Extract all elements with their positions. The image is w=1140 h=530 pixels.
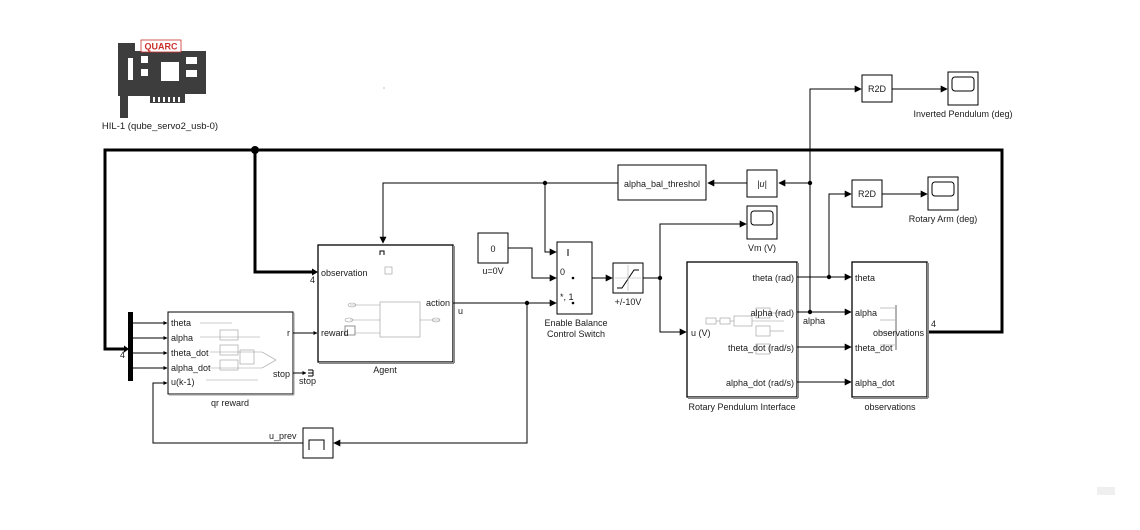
stop-label: stop	[299, 376, 316, 386]
r2d-theta-text: R2D	[858, 189, 877, 199]
hil-label: HIL-1 (qube_servo2_usb-0)	[102, 121, 218, 132]
vm-scope-block[interactable]: Vm (V)	[746, 205, 778, 253]
observations-inner-preview	[880, 305, 897, 350]
agent-in-width: 4	[310, 275, 315, 285]
stray-dot	[383, 87, 385, 89]
u-prev-label: u_prev	[269, 431, 297, 441]
switch-label-1: Enable Balance	[544, 318, 607, 328]
observations-label: observations	[864, 402, 916, 412]
switch-label-2: Control Switch	[547, 329, 605, 339]
obs-in-alpha: alpha	[855, 308, 877, 318]
rpi-label: Rotary Pendulum Interface	[688, 402, 795, 412]
obs-in-theta-dot: theta_dot	[855, 343, 893, 353]
switch-block[interactable]: 0 *, 1 Enable Balance Control Switch	[544, 241, 608, 339]
threshold-block[interactable]: alpha_bal_threshol	[617, 164, 707, 201]
qr-in-theta-dot: theta_dot	[171, 348, 209, 358]
observation-bus-branch	[253, 150, 312, 274]
qr-in-alpha: alpha	[171, 333, 193, 343]
mux-to-qr-wires	[133, 321, 168, 370]
rpi-inner-preview	[705, 307, 784, 355]
quarc-brand: QUARC	[145, 42, 178, 52]
rpi-out-theta-dot: theta_dot (rad/s)	[728, 343, 794, 353]
vm-scope-label: Vm (V)	[748, 243, 776, 253]
agent-block[interactable]: observation reward action Agent	[317, 244, 455, 375]
wire-label-u: u	[458, 306, 463, 316]
rotary-pendulum-interface-block[interactable]: u (V) theta (rad) alpha (rad) theta_dot …	[686, 261, 799, 412]
saturation-block[interactable]: +/-10V	[612, 262, 644, 307]
qr-in-alpha-dot: alpha_dot	[171, 363, 211, 373]
agent-out-action: action	[426, 298, 450, 308]
inverted-pendulum-label: Inverted Pendulum (deg)	[913, 109, 1012, 119]
canvas-scrollbar-icon[interactable]	[1097, 487, 1115, 495]
switch-in0: 0	[560, 267, 565, 277]
r2d-alpha-block[interactable]: R2D	[861, 74, 893, 103]
observation-bus-loop	[103, 148, 1004, 351]
qr-reward-label: qr reward	[211, 398, 249, 408]
bus-junction	[251, 146, 259, 154]
constant-label: u=0V	[482, 266, 503, 276]
saturation-label: +/-10V	[615, 297, 642, 307]
observations-block[interactable]: theta alpha theta_dot alpha_dot observat…	[851, 261, 929, 412]
threshold-text: alpha_bal_threshol	[624, 179, 700, 189]
obs-in-theta: theta	[855, 273, 875, 283]
inverted-pendulum-scope[interactable]: Inverted Pendulum (deg)	[913, 71, 1013, 119]
quarc-badge	[140, 39, 182, 53]
rotary-arm-scope[interactable]: Rotary Arm (deg)	[909, 176, 978, 224]
agent-label: Agent	[373, 365, 397, 375]
r2d-theta-block[interactable]: R2D	[851, 179, 883, 208]
abs-block[interactable]: |u|	[746, 169, 778, 198]
switch-in1: *, 1	[560, 292, 574, 302]
hil-block[interactable]: QUARC HIL-1 (qube_servo2_usb-0)	[102, 39, 218, 132]
stop-block[interactable]: stop	[293, 369, 316, 386]
rpi-out-theta: theta (rad)	[752, 273, 794, 283]
bus-arrow-mux	[124, 345, 129, 353]
agent-in-observation: observation	[321, 268, 368, 278]
enable-port-icon	[379, 250, 385, 255]
obs-in-alpha-dot: alpha_dot	[855, 378, 895, 388]
bus-arrow-agent	[312, 268, 318, 276]
mux-block[interactable]	[128, 312, 133, 381]
agent-inner-preview	[344, 266, 441, 338]
obs-out: observations	[873, 328, 925, 338]
rotary-arm-label: Rotary Arm (deg)	[909, 214, 978, 224]
r2d-alpha-text: R2D	[868, 84, 887, 94]
wire-label-alpha: alpha	[803, 316, 825, 326]
unit-delay-block[interactable]: u_prev	[269, 427, 334, 459]
constant-block[interactable]: 0 u=0V	[477, 232, 509, 276]
mux-width: 4	[120, 350, 125, 360]
rpi-out-alpha-dot: alpha_dot (rad/s)	[726, 378, 794, 388]
agent-in-reward: reward	[321, 328, 349, 338]
obs-out-width: 4	[931, 319, 936, 329]
rpi-in-u: u (V)	[691, 328, 711, 338]
hil-card-icon	[118, 43, 206, 118]
signal-wires	[152, 85, 948, 447]
qr-out-stop: stop	[273, 369, 290, 379]
qr-out-r: r	[287, 328, 290, 338]
rpi-out-alpha: alpha (rad)	[750, 308, 794, 318]
qr-in-theta: theta	[171, 318, 191, 328]
qr-reward-block[interactable]: theta alpha theta_dot alpha_dot u(k-1) r…	[167, 311, 295, 408]
constant-value: 0	[490, 244, 495, 254]
abs-text: |u|	[757, 179, 767, 189]
qr-in-u-prev: u(k-1)	[171, 377, 195, 387]
qr-reward-inner-preview	[200, 322, 277, 381]
